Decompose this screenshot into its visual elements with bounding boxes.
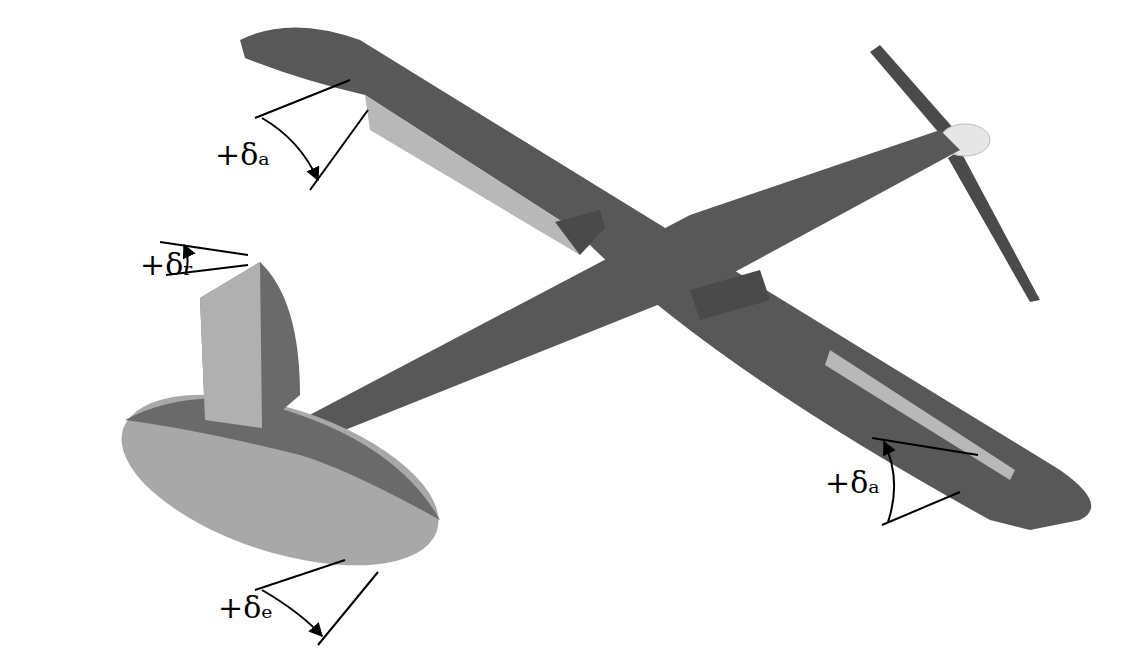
deflection-label: +δₐ xyxy=(825,468,880,498)
deflection-label: +δₑ xyxy=(218,593,273,623)
deflection-label: +δᵣ xyxy=(140,250,194,280)
deflection-label: +δₐ xyxy=(215,140,270,170)
